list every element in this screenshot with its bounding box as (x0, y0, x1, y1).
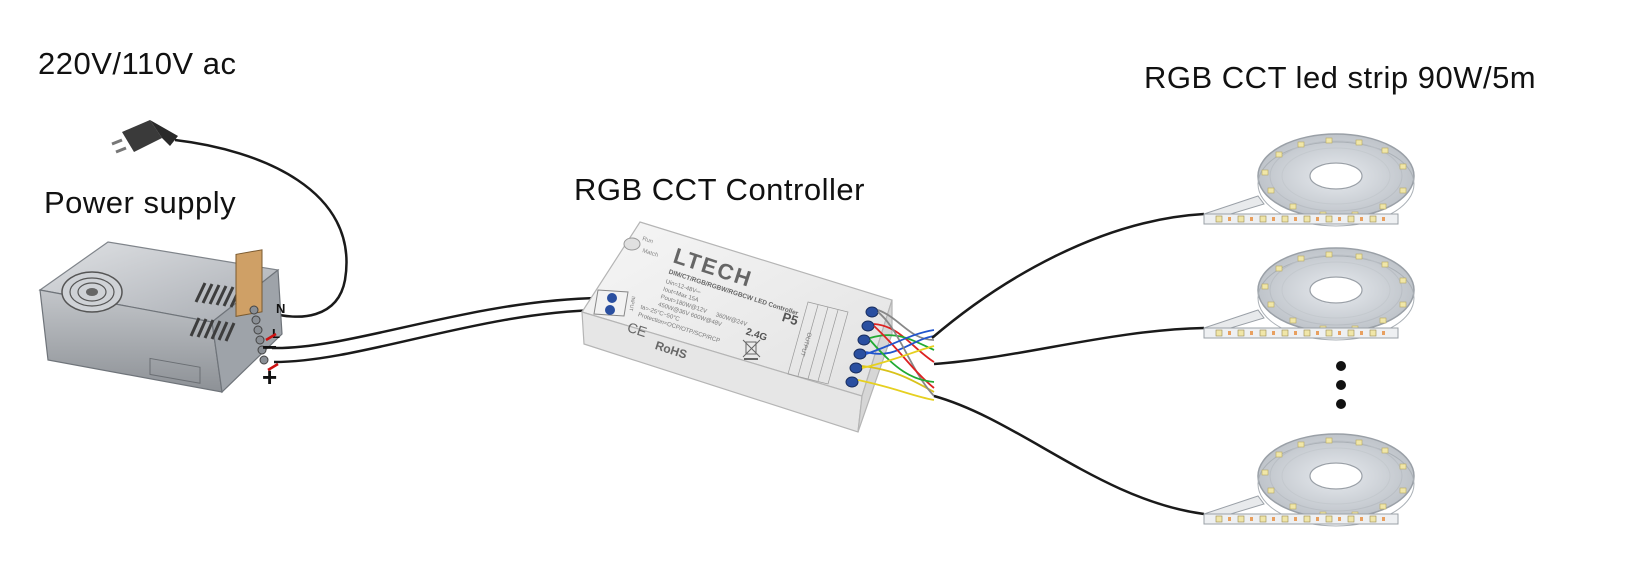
output-wires (857, 309, 935, 401)
strip-cable-2 (933, 326, 1205, 366)
controller-match-label: Match (641, 248, 658, 259)
terminal-n-label: N (276, 301, 285, 316)
continuation-dots (1336, 361, 1346, 409)
strip-cable-3 (933, 394, 1205, 516)
led-strip-reel-3 (1203, 433, 1415, 527)
dc-cable-2 (273, 308, 601, 364)
mains-voltage-label: 220V/110V ac (38, 46, 237, 81)
mains-plug-icon (111, 120, 178, 154)
controller-run-label: Run (641, 236, 653, 245)
terminal-plus-label: + (262, 362, 277, 392)
led-strip-reel-2 (1203, 247, 1415, 341)
terminal-l-label: L (272, 326, 280, 341)
power-supply-icon (38, 241, 283, 394)
controller-ce-mark: CE (625, 319, 648, 340)
led-strip-reel-1 (1203, 133, 1415, 227)
weee-bin-icon (742, 339, 761, 360)
dc-cable (271, 296, 601, 350)
strip-cable-1 (931, 212, 1205, 339)
controller-input-label: INPUT (627, 296, 636, 312)
controller-icon (581, 221, 893, 433)
led-strip-label: RGB CCT led strip 90W/5m (1144, 60, 1537, 95)
power-supply-label: Power supply (44, 185, 237, 220)
mains-cord (174, 138, 348, 318)
controller-model: P5 (780, 309, 800, 328)
controller-label: RGB CCT Controller (574, 172, 865, 207)
